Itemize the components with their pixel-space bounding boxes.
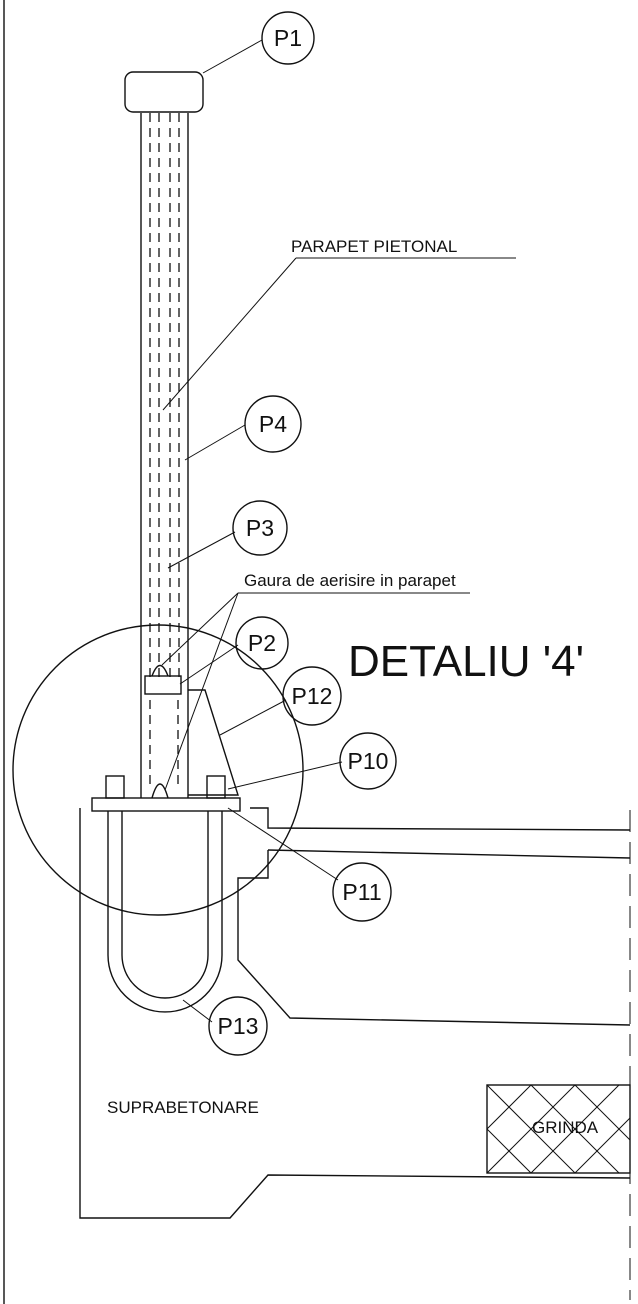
overlay-label: SUPRABETONARE	[107, 1098, 259, 1117]
railing-post	[140, 113, 189, 798]
gusset-plate	[188, 689, 239, 796]
tag-p4: P4	[244, 395, 302, 453]
vent-plug	[144, 675, 182, 695]
tag-p12-text: P12	[292, 683, 333, 709]
tag-p12: P12	[282, 666, 342, 726]
tag-p10: P10	[339, 732, 397, 790]
tag-p1-text: P1	[274, 25, 302, 51]
tag-p4-text: P4	[259, 411, 287, 437]
vent-hole-top	[151, 664, 169, 677]
vent-hole-bottom	[151, 783, 169, 799]
beam-hatch	[486, 1084, 631, 1174]
tag-p13-text: P13	[218, 1013, 259, 1039]
tag-p3: P3	[232, 500, 288, 556]
tag-p2: P2	[235, 616, 289, 670]
overlay-step	[250, 807, 631, 831]
detail-title: DETALIU '4'	[348, 637, 584, 686]
beam-label: GRINDA	[532, 1118, 599, 1137]
detail-circle	[12, 624, 304, 916]
concrete-overlay	[79, 808, 631, 1219]
tag-p11: P11	[332, 862, 392, 922]
tag-p11-text: P11	[342, 879, 381, 905]
base-plate	[91, 797, 241, 812]
nut-left	[105, 775, 125, 799]
overlay-recess	[237, 850, 631, 1026]
tag-p3-text: P3	[246, 515, 274, 541]
leader-lines	[161, 39, 516, 1023]
tag-p10-text: P10	[348, 748, 389, 774]
vent-hole-label: Gaura de aerisire in parapet	[244, 571, 456, 590]
tag-p1: P1	[261, 11, 315, 65]
parapet-label: PARAPET PIETONAL	[291, 237, 457, 256]
post-cap	[124, 71, 204, 113]
tag-p2-text: P2	[248, 630, 276, 656]
u-bolt	[107, 811, 223, 1013]
tag-p13: P13	[208, 996, 268, 1056]
nut-right	[206, 775, 226, 799]
overlay-inner	[267, 849, 631, 859]
